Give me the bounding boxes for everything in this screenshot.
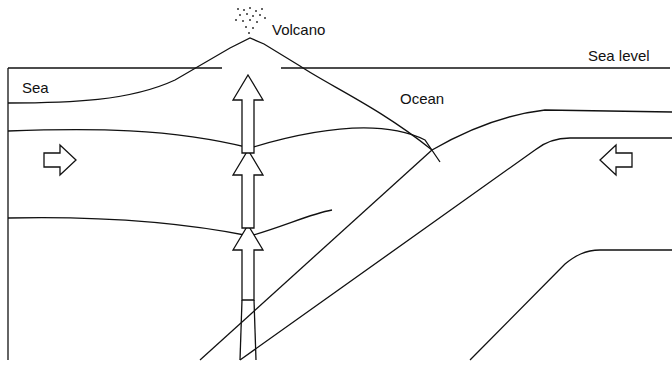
slab-layer <box>240 138 672 360</box>
magma-arrow <box>233 150 263 228</box>
sea-level-line <box>281 67 670 68</box>
eruption-cloud <box>235 7 266 34</box>
volcano-surface <box>8 38 432 150</box>
frame-edge <box>7 68 8 360</box>
ocean-floor <box>432 110 672 150</box>
ocean-label: Ocean <box>400 91 444 108</box>
magma-line <box>240 300 242 360</box>
push-arrow <box>44 145 76 175</box>
plate-layer <box>8 210 332 236</box>
sea-level-line <box>8 67 222 68</box>
slab-bottom <box>470 250 672 360</box>
volcano-label: Volcano <box>272 22 325 39</box>
sea-label: Sea <box>22 80 49 97</box>
slab-top <box>200 150 432 360</box>
magma-arrow <box>233 225 263 300</box>
magma-line <box>254 300 256 360</box>
push-arrow <box>600 145 632 175</box>
sea-level-label: Sea level <box>588 48 650 65</box>
magma-arrow <box>233 75 263 153</box>
